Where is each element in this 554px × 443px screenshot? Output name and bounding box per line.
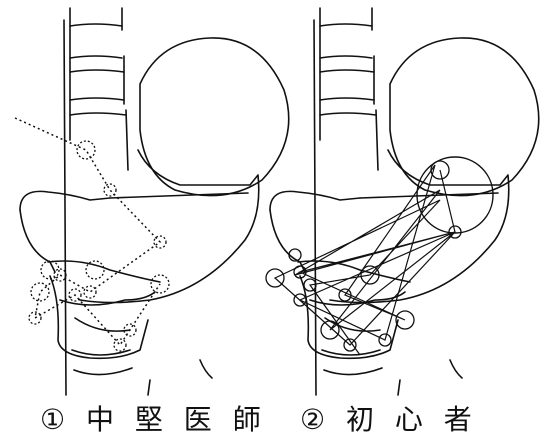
fixation-point (77, 141, 95, 159)
fixation-point (54, 269, 66, 281)
fixation-point (29, 312, 41, 324)
panel-2-anatomy (270, 8, 539, 395)
fixation-point (114, 339, 126, 351)
fixation-point (104, 184, 116, 196)
fixation-point (31, 283, 49, 301)
panel-1-scanpath (15, 118, 169, 351)
caption-experienced-doctor: ① 中 堅 医 師 (40, 398, 267, 438)
fixation-point (84, 286, 96, 298)
panel-1-anatomy (20, 8, 289, 395)
panel-2-scanpath (266, 157, 493, 355)
scanpath-line-2 (275, 165, 455, 355)
caption-novice: ② 初 心 者 (300, 398, 478, 438)
